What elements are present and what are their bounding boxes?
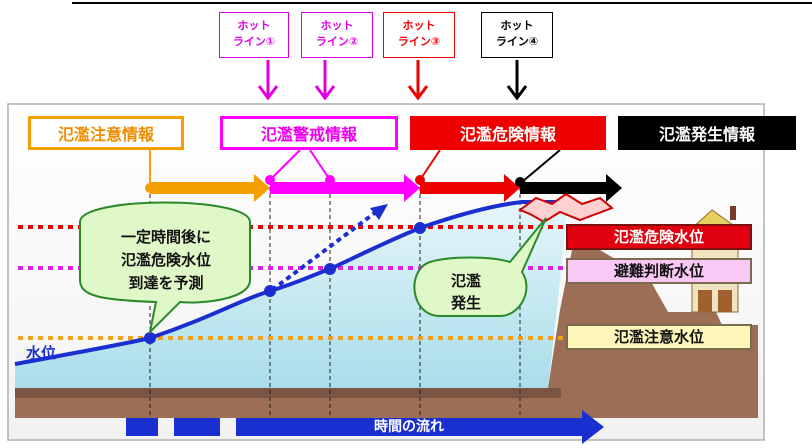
hotline-3-line2: ライン③ bbox=[397, 35, 441, 48]
time-block-2 bbox=[174, 418, 220, 436]
caution-period-arrow-icon bbox=[254, 174, 270, 202]
hotline-4-box: ホット ライン④ bbox=[481, 12, 553, 58]
time-flow-label: 時間の流れ bbox=[374, 419, 444, 435]
danger-period-arrow-icon bbox=[504, 174, 520, 202]
hotline-3-box: ホット ライン③ bbox=[383, 12, 455, 58]
prediction-callout bbox=[79, 201, 251, 336]
hotline-4-arrow-icon bbox=[506, 60, 528, 101]
hotline-1-arrow-icon bbox=[257, 60, 279, 101]
top-rule bbox=[72, 2, 812, 4]
river-embankment bbox=[15, 250, 758, 418]
time-flow-arrow-icon bbox=[582, 410, 604, 444]
occurrence-line-1: 氾濫 bbox=[450, 272, 481, 290]
occurrence-callout-text: 氾濫 発生 bbox=[418, 270, 514, 314]
hotline-2-line1: ホット bbox=[320, 19, 354, 32]
caution-period-bar bbox=[150, 182, 254, 194]
warning-connector-1 bbox=[269, 149, 301, 181]
evacuation-level-label: 避難判断水位 bbox=[566, 258, 752, 284]
water-level-label: 水位 bbox=[26, 344, 57, 362]
prediction-line-1: 一定時間後に bbox=[120, 228, 211, 246]
hotline-1-line1: ホット bbox=[237, 19, 271, 32]
hotline-4-line1: ホット bbox=[500, 19, 534, 32]
prediction-arrowhead-icon bbox=[370, 204, 388, 220]
hotline-3-line1: ホット bbox=[402, 19, 436, 32]
occurrence-callout bbox=[413, 217, 547, 317]
occurrence-info-banner: 氾濫発生情報 bbox=[618, 116, 796, 150]
danger-level-label: 氾濫危険水位 bbox=[566, 224, 752, 250]
caution-info-banner: 氾濫注意情報 bbox=[28, 116, 184, 150]
occurrence-period-bar bbox=[520, 182, 606, 194]
water-level-curve bbox=[14, 200, 568, 366]
hotline-2-arrow-icon bbox=[314, 60, 336, 101]
danger-connector bbox=[419, 149, 441, 181]
hotline-1-line2: ライン① bbox=[232, 35, 276, 48]
caution-level-label: 氾濫注意水位 bbox=[566, 324, 752, 350]
hotline-arrows bbox=[257, 60, 528, 101]
danger-info-banner: 氾濫危険情報 bbox=[410, 116, 606, 150]
warning-connector-2 bbox=[309, 149, 331, 181]
warning-period-arrow-icon bbox=[404, 174, 420, 202]
occurrence-period-arrow-icon bbox=[606, 174, 622, 202]
time-block-1 bbox=[126, 418, 158, 436]
warning-info-banner: 氾濫警戒情報 bbox=[220, 116, 398, 150]
hotline-1-box: ホット ライン① bbox=[219, 12, 289, 58]
warning-period-bar bbox=[270, 182, 404, 194]
riverbed bbox=[15, 388, 561, 398]
danger-period-bar bbox=[420, 182, 504, 194]
hotline-2-line2: ライン② bbox=[315, 35, 359, 48]
occurrence-connector bbox=[521, 149, 561, 183]
prediction-line-2: 氾濫危険水位 bbox=[120, 251, 211, 269]
occurrence-line-2: 発生 bbox=[450, 294, 481, 312]
hotline-3-arrow-icon bbox=[407, 60, 429, 101]
prediction-callout-text: 一定時間後に 氾濫危険水位 到達を予測 bbox=[84, 226, 248, 295]
time-flow-bar bbox=[236, 418, 582, 436]
level-markers bbox=[144, 222, 426, 344]
hotline-4-line2: ライン④ bbox=[495, 35, 539, 48]
period-start-dots bbox=[145, 175, 525, 193]
prediction-line-3: 到達を予測 bbox=[128, 274, 204, 292]
prediction-arrow bbox=[270, 210, 378, 292]
hotline-2-box: ホット ライン② bbox=[301, 12, 373, 58]
